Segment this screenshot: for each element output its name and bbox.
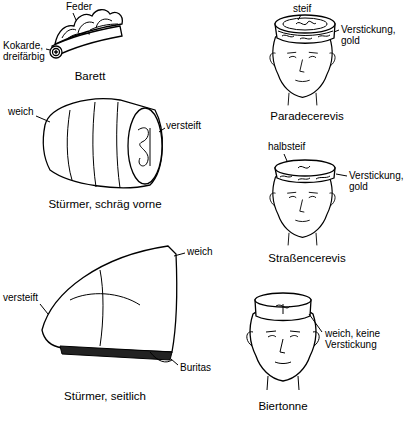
part-label: versteift: [166, 120, 201, 131]
part-label: weich: [8, 106, 34, 117]
cap-caption: Biertonne: [258, 400, 307, 413]
stuermer-side-drawing: [40, 246, 185, 365]
cap-caption: Paradecerevis: [270, 110, 344, 123]
leader-line: [36, 116, 50, 122]
leader-line: [174, 253, 185, 256]
part-label: Buritas: [180, 362, 211, 373]
paradecerevis-drawing: [270, 15, 339, 105]
leader-line: [298, 15, 301, 20]
part-label: halbsteif: [268, 141, 305, 152]
part-label: Feder: [66, 1, 92, 12]
leader-line: [46, 49, 50, 50]
strassencerevis-drawing: [270, 154, 347, 245]
cap-caption: Straßencerevis: [268, 252, 345, 265]
stuermer-front-drawing: [36, 99, 165, 188]
barett-drawing: [46, 10, 122, 58]
leader-line: [159, 128, 165, 132]
leader-line: [40, 304, 48, 314]
leader-line: [336, 174, 347, 176]
part-label: steif: [293, 3, 311, 14]
part-label: versteift: [3, 292, 38, 303]
part-label: Verstickung, gold: [349, 170, 415, 192]
cap-caption: Barett: [75, 70, 106, 83]
part-label: weich: [187, 246, 213, 257]
leader-line: [284, 154, 287, 161]
biertonne-drawing: [247, 293, 322, 390]
part-label: Kokarde, dreifärbig: [3, 40, 49, 62]
part-label: Verstickung, gold: [341, 24, 407, 46]
leader-line: [171, 359, 178, 365]
leader-line: [309, 314, 322, 332]
cap-caption: Stürmer, schräg vorne: [48, 198, 161, 211]
cap-caption: Stürmer, seitlich: [64, 390, 146, 403]
leader-line: [334, 30, 339, 32]
leader-line: [73, 13, 76, 20]
part-label: weich, keine Verstickung: [325, 328, 393, 350]
